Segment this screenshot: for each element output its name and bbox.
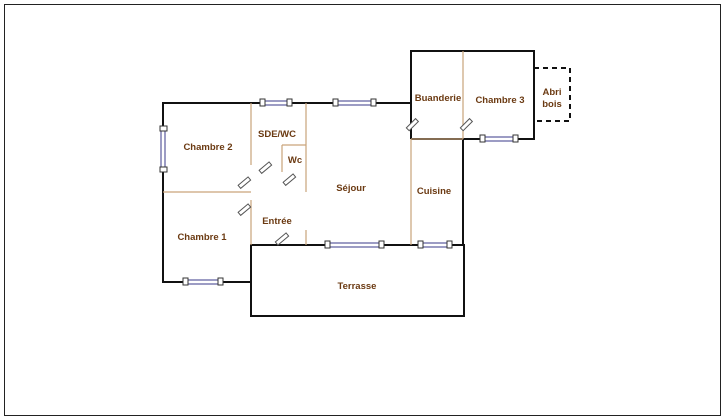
label-terrasse: Terrasse <box>338 281 377 292</box>
label-cuisine: Cuisine <box>417 186 451 197</box>
interior-walls <box>163 51 464 245</box>
label-chambre2: Chambre 2 <box>183 142 232 153</box>
door-chambre3 <box>459 117 474 132</box>
window-left <box>160 127 166 171</box>
label-sejour: Séjour <box>336 183 366 194</box>
label-entree: Entrée <box>262 216 292 227</box>
doors <box>237 117 474 246</box>
window-cuisine-bay <box>419 242 451 248</box>
window-chambre3 <box>481 136 517 142</box>
windows <box>159 98 519 286</box>
label-chambre1: Chambre 1 <box>177 232 227 243</box>
label-chambre3: Chambre 3 <box>475 95 524 106</box>
window-sejour-bay <box>326 242 383 248</box>
window-top-1 <box>261 100 291 106</box>
door-wc <box>282 173 297 187</box>
door-chambre2 <box>237 176 252 190</box>
window-bottom-left <box>184 279 222 285</box>
door-chambre1 <box>237 203 252 217</box>
label-wc: Wc <box>288 155 302 166</box>
door-buanderie <box>405 117 420 132</box>
room-labels: Chambre 2 Chambre 1 SDE/WC Wc Entrée Séj… <box>177 87 561 292</box>
label-bois: bois <box>542 99 562 110</box>
door-entree <box>274 232 290 246</box>
diagram-frame <box>4 4 721 416</box>
door-sde <box>258 161 273 175</box>
label-abri: Abri <box>543 87 562 98</box>
label-buanderie: Buanderie <box>415 93 461 104</box>
label-sde-wc: SDE/WC <box>258 129 296 140</box>
abri-bois-outline <box>534 67 571 122</box>
window-top-2 <box>335 100 375 106</box>
